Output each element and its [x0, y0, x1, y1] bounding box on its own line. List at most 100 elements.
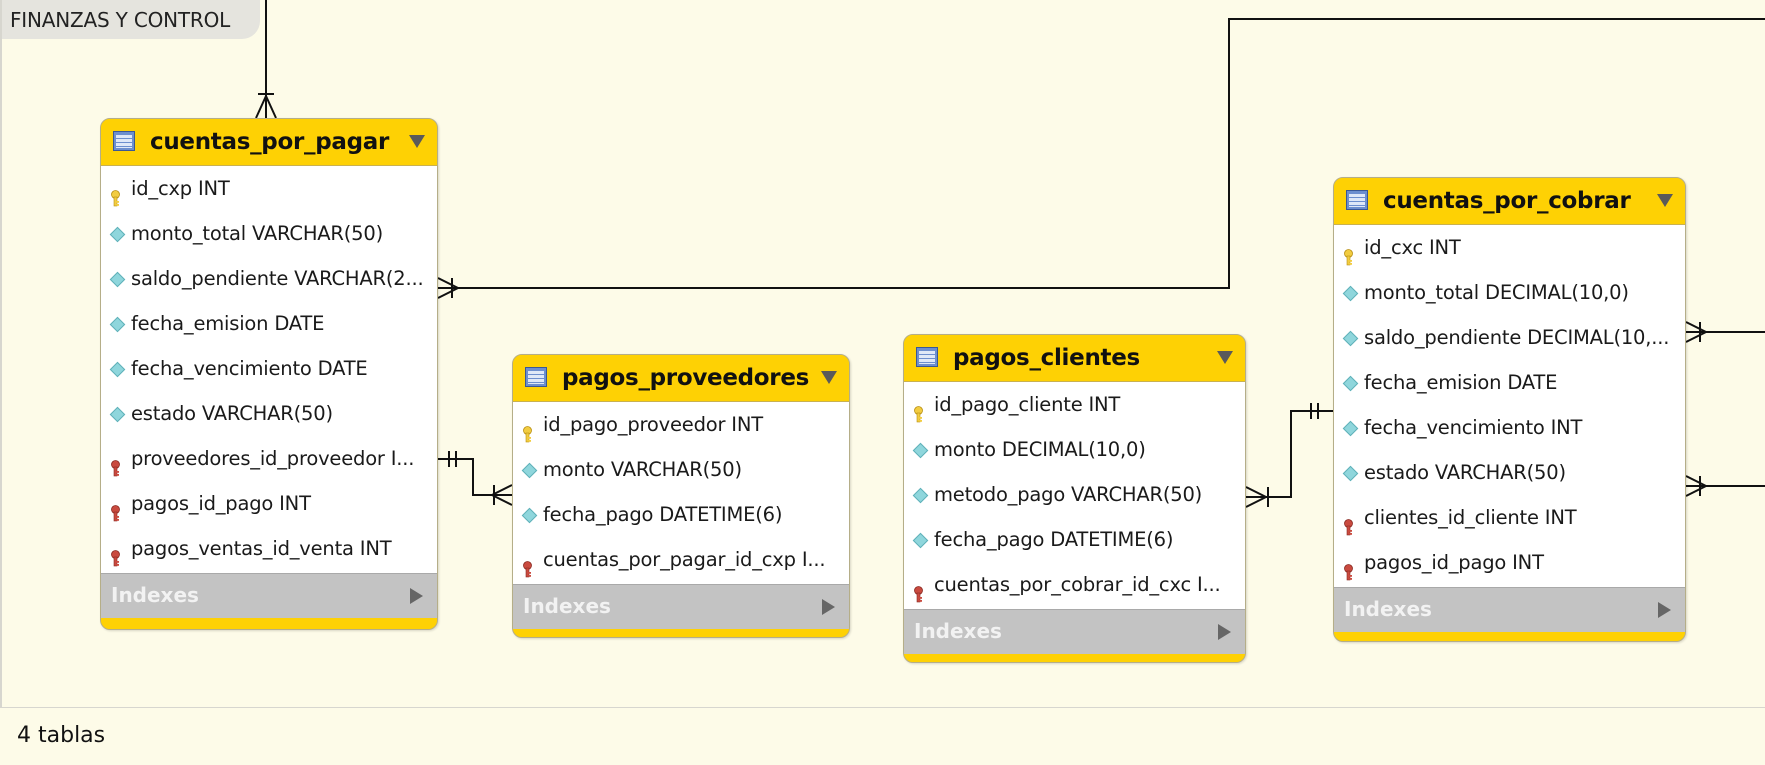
- column-row[interactable]: estado VARCHAR(50): [101, 393, 437, 438]
- indexes-section[interactable]: Indexes: [904, 609, 1245, 654]
- column-row[interactable]: fecha_vencimiento DATE: [101, 348, 437, 393]
- column-row[interactable]: monto_total VARCHAR(50): [101, 213, 437, 258]
- column-row[interactable]: fecha_emision DATE: [101, 303, 437, 348]
- column-row[interactable]: monto DECIMAL(10,0): [904, 429, 1245, 474]
- column-diamond-icon: [109, 316, 126, 333]
- collapse-arrow-icon[interactable]: [1657, 194, 1673, 207]
- expand-arrow-icon[interactable]: [1658, 602, 1671, 618]
- table-icon: [1346, 190, 1368, 210]
- table-footer: [101, 618, 437, 629]
- table-cuentas-por-cobrar[interactable]: cuentas_por_cobrar id_cxc INT monto_total…: [1333, 177, 1686, 642]
- column-row[interactable]: saldo_pendiente VARCHAR(2...: [101, 258, 437, 303]
- indexes-section[interactable]: Indexes: [513, 584, 849, 629]
- column-diamond-icon: [521, 507, 538, 524]
- column-diamond-icon: [912, 442, 929, 459]
- indexes-section[interactable]: Indexes: [101, 573, 437, 618]
- column-row[interactable]: id_cxp INT: [101, 168, 437, 213]
- table-header[interactable]: cuentas_por_pagar: [101, 119, 437, 166]
- table-footer: [513, 629, 849, 637]
- column-diamond-icon: [912, 532, 929, 549]
- column-label: pagos_id_pago INT: [1364, 551, 1544, 574]
- column-row[interactable]: clientes_id_cliente INT: [1334, 497, 1685, 542]
- column-label: monto VARCHAR(50): [543, 458, 742, 481]
- column-row[interactable]: fecha_vencimiento INT: [1334, 407, 1685, 452]
- primary-key-icon: [914, 396, 923, 423]
- column-label: monto_total VARCHAR(50): [131, 222, 384, 245]
- table-header[interactable]: pagos_proveedores: [513, 355, 849, 402]
- column-row[interactable]: id_pago_proveedor INT: [513, 404, 849, 449]
- collapse-arrow-icon[interactable]: [409, 135, 425, 148]
- column-label: fecha_pago DATETIME(6): [543, 503, 783, 526]
- table-header[interactable]: cuentas_por_cobrar: [1334, 178, 1685, 225]
- table-footer: [1334, 632, 1685, 641]
- table-name: cuentas_por_pagar: [150, 129, 390, 155]
- column-label: estado VARCHAR(50): [131, 402, 333, 425]
- table-name: pagos_clientes: [953, 345, 1140, 371]
- column-row[interactable]: pagos_id_pago INT: [1334, 542, 1685, 587]
- column-row[interactable]: id_pago_cliente INT: [904, 384, 1245, 429]
- column-row[interactable]: cuentas_por_pagar_id_cxp I...: [513, 539, 849, 584]
- column-row[interactable]: monto_total DECIMAL(10,0): [1334, 272, 1685, 317]
- column-label: fecha_emision DATE: [1364, 371, 1558, 394]
- table-cuentas-por-pagar[interactable]: cuentas_por_pagar id_cxp INT monto_total …: [100, 118, 438, 630]
- expand-arrow-icon[interactable]: [1218, 624, 1231, 640]
- indexes-label: Indexes: [523, 594, 611, 618]
- expand-arrow-icon[interactable]: [410, 588, 423, 604]
- column-diamond-icon: [109, 226, 126, 243]
- column-label: id_cxp INT: [131, 177, 230, 200]
- column-label: fecha_vencimiento DATE: [131, 357, 368, 380]
- column-row[interactable]: fecha_pago DATETIME(6): [513, 494, 849, 539]
- column-row[interactable]: estado VARCHAR(50): [1334, 452, 1685, 497]
- column-label: pagos_id_pago INT: [131, 492, 311, 515]
- foreign-key-icon: [111, 540, 120, 567]
- foreign-key-icon: [111, 495, 120, 522]
- column-row[interactable]: id_cxc INT: [1334, 227, 1685, 272]
- collapse-arrow-icon[interactable]: [1217, 351, 1233, 364]
- column-label: saldo_pendiente VARCHAR(2...: [131, 267, 424, 290]
- column-row[interactable]: monto VARCHAR(50): [513, 449, 849, 494]
- table-header[interactable]: pagos_clientes: [904, 335, 1245, 382]
- foreign-key-icon: [111, 450, 120, 477]
- column-label: id_pago_cliente INT: [934, 393, 1121, 416]
- column-diamond-icon: [109, 361, 126, 378]
- layer-title[interactable]: FINANZAS Y CONTROL: [0, 0, 260, 39]
- indexes-section[interactable]: Indexes: [1334, 587, 1685, 632]
- column-diamond-icon: [109, 271, 126, 288]
- column-row[interactable]: fecha_pago DATETIME(6): [904, 519, 1245, 564]
- primary-key-icon: [523, 416, 532, 443]
- table-name: cuentas_por_cobrar: [1383, 188, 1631, 214]
- indexes-label: Indexes: [914, 619, 1002, 643]
- relationship-pc-cxc: [1246, 410, 1333, 498]
- column-diamond-icon: [521, 462, 538, 479]
- column-label: id_cxc INT: [1364, 236, 1461, 259]
- column-label: estado VARCHAR(50): [1364, 461, 1566, 484]
- indexes-label: Indexes: [1344, 597, 1432, 621]
- expand-arrow-icon[interactable]: [822, 599, 835, 615]
- column-row[interactable]: fecha_emision DATE: [1334, 362, 1685, 407]
- table-pagos-clientes[interactable]: pagos_clientes id_pago_cliente INT monto …: [903, 334, 1246, 663]
- column-label: id_pago_proveedor INT: [543, 413, 763, 436]
- table-pagos-proveedores[interactable]: pagos_proveedores id_pago_proveedor INT m…: [512, 354, 850, 638]
- column-diamond-icon: [109, 406, 126, 423]
- collapse-arrow-icon[interactable]: [821, 371, 837, 384]
- column-list: id_pago_proveedor INT monto VARCHAR(50) fe…: [513, 402, 849, 584]
- table-icon: [525, 367, 547, 387]
- column-row[interactable]: pagos_id_pago INT: [101, 483, 437, 528]
- column-row[interactable]: metodo_pago VARCHAR(50): [904, 474, 1245, 519]
- column-list: id_cxc INT monto_total DECIMAL(10,0) saldo…: [1334, 225, 1685, 587]
- column-label: cuentas_por_pagar_id_cxp I...: [543, 548, 826, 571]
- foreign-key-icon: [1344, 554, 1353, 581]
- column-label: fecha_emision DATE: [131, 312, 325, 335]
- column-label: clientes_id_cliente INT: [1364, 506, 1577, 529]
- column-diamond-icon: [912, 487, 929, 504]
- column-label: monto_total DECIMAL(10,0): [1364, 281, 1629, 304]
- column-row[interactable]: pagos_ventas_id_venta INT: [101, 528, 437, 573]
- table-icon: [113, 131, 135, 151]
- column-row[interactable]: saldo_pendiente DECIMAL(10,...: [1334, 317, 1685, 362]
- table-count: 4 tablas: [17, 723, 106, 748]
- foreign-key-icon: [914, 576, 923, 603]
- column-diamond-icon: [1342, 465, 1359, 482]
- column-row[interactable]: proveedores_id_proveedor I...: [101, 438, 437, 483]
- column-row[interactable]: cuentas_por_cobrar_id_cxc I...: [904, 564, 1245, 609]
